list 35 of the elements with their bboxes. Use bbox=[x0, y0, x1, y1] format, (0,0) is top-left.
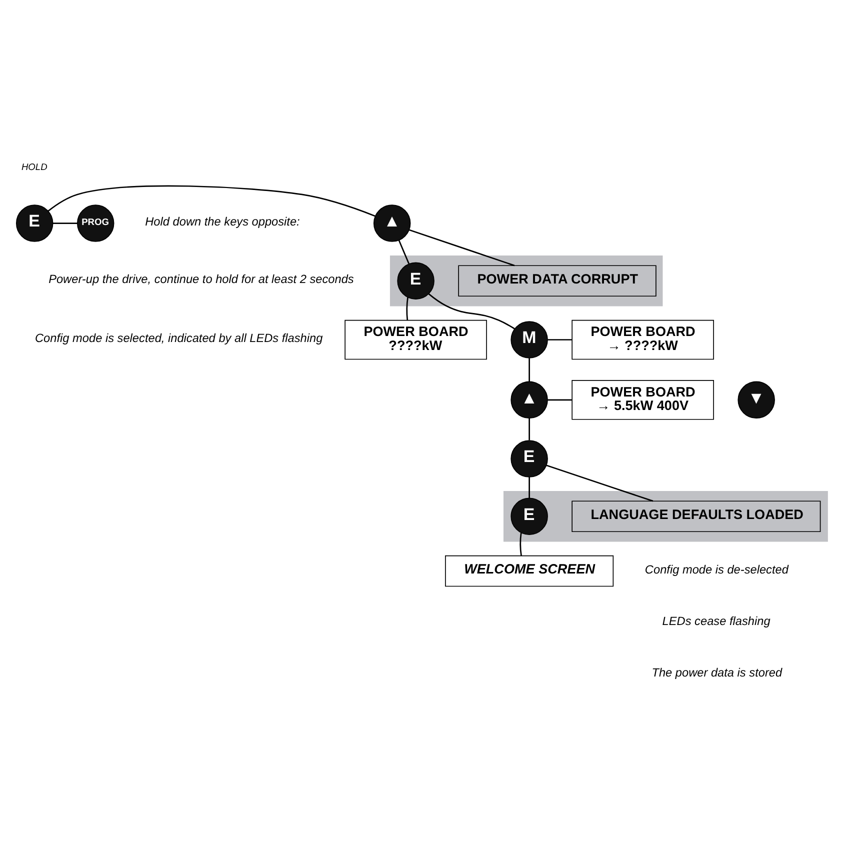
connector bbox=[48, 185, 376, 217]
label: Power-up the drive, continue to hold for at least 2 seconds bbox=[48, 272, 354, 286]
cluster bbox=[503, 490, 828, 542]
node-box: POWER DATA CORRUPT bbox=[458, 265, 656, 297]
node-circle: ▲ bbox=[373, 204, 411, 242]
label: The power data is stored bbox=[652, 666, 782, 680]
connector bbox=[406, 297, 408, 320]
connector bbox=[548, 399, 572, 401]
node-circle: ▲ bbox=[510, 381, 548, 419]
label: Config mode is selected, indicated by all LEDs flashing bbox=[35, 331, 323, 346]
node-circle: E bbox=[510, 498, 548, 536]
node-circle: ▼ bbox=[738, 381, 775, 419]
node-circle: E bbox=[397, 262, 434, 300]
node-box: POWER BOARD ????kW bbox=[344, 320, 487, 360]
connector bbox=[528, 477, 530, 498]
connector bbox=[520, 532, 522, 556]
node-circle: E bbox=[510, 440, 548, 478]
node-circle: M bbox=[510, 321, 548, 358]
node-box: POWER BOARD → ????kW bbox=[572, 320, 714, 360]
connector bbox=[528, 358, 530, 382]
connector bbox=[428, 293, 515, 330]
connector bbox=[548, 339, 572, 340]
label: Config mode is de-selected bbox=[644, 562, 788, 576]
label: Hold down the keys opposite: bbox=[145, 214, 300, 229]
cluster bbox=[390, 255, 663, 306]
node-box: POWER BOARD → 5.5kW 400V bbox=[572, 380, 714, 420]
connector bbox=[528, 418, 530, 440]
node-circle: E bbox=[16, 204, 54, 242]
node-box: WELCOME SCREEN bbox=[445, 555, 614, 587]
label: LEDs cease flashing bbox=[662, 614, 770, 628]
connector bbox=[398, 240, 410, 264]
node-box: LANGUAGE DEFAULTS LOADED bbox=[572, 500, 821, 532]
connector bbox=[52, 222, 78, 224]
node-circle: PROG bbox=[76, 204, 114, 242]
label: HOLD bbox=[21, 162, 48, 172]
